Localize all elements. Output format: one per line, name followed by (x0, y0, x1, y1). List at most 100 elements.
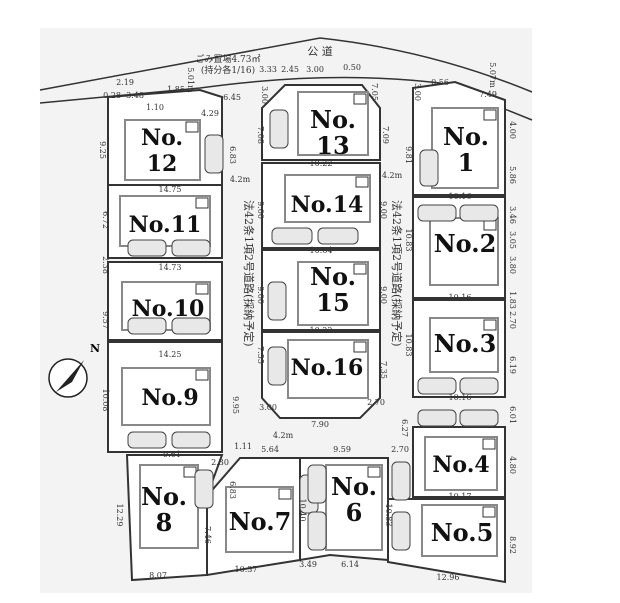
dimension-label: 9.25 (98, 141, 107, 159)
parking-car-icon (391, 461, 411, 501)
dimension-label: 3.48 (126, 91, 144, 100)
dimension-label: 4.00 (508, 121, 517, 139)
dimension-label: 3.00 (260, 86, 269, 104)
meter-box-icon (353, 341, 367, 353)
house-footprint (325, 464, 383, 551)
dimension-label: 6.19 (508, 356, 517, 374)
lot-16[interactable]: No.16 (261, 331, 381, 419)
lot-number: 6 (346, 498, 363, 527)
parking-car-icon (127, 239, 167, 257)
dimension-label: 12.29 (115, 504, 124, 527)
dimension-label: 2.30 (211, 458, 229, 467)
lot-14[interactable]: No.14 (261, 162, 381, 249)
lot-label: No.14 (291, 192, 364, 218)
lot-7[interactable]: No.7 (206, 457, 301, 577)
dimension-label: 14.73 (159, 263, 182, 272)
lot-5[interactable]: No.5 (387, 498, 506, 584)
dimension-label: 5.64 (261, 445, 279, 454)
public-road-edge-top (39, 37, 533, 93)
dimension-label: 0.56 (431, 78, 449, 87)
lot-number: 15 (316, 288, 349, 317)
parking-car-icon (459, 204, 499, 222)
parking-car-icon (459, 409, 499, 427)
dimension-label: 12.96 (437, 573, 460, 582)
private-road-text-left: 法42条1項2号道路(採納予定) (242, 200, 256, 347)
dimension-label: 9.81 (404, 146, 413, 164)
dimension-label: 9.95 (231, 396, 240, 414)
dimension-label: 10.08 (101, 389, 110, 412)
lot-3[interactable]: No.3 (412, 299, 506, 398)
lot-number: 1 (458, 148, 475, 177)
meter-box-icon (185, 121, 199, 133)
meter-box-icon (367, 466, 381, 478)
dimension-label: 4.80 (508, 456, 517, 474)
lot-label: No. (310, 105, 356, 134)
house-footprint (121, 367, 211, 426)
dimension-label: 9.59 (333, 445, 351, 454)
parking-car-icon (171, 431, 211, 449)
lot-label: No.4 (432, 452, 489, 478)
dimension-label: 7.55 (256, 346, 265, 364)
lot-label: No.5 (431, 518, 494, 547)
dimension-label: 6.14 (341, 560, 359, 569)
private-road-label-left: 法42条1項2号道路(採納予定) (242, 200, 256, 347)
dimension-label: 7.35 (379, 361, 388, 379)
dimension-label: 7.08 (256, 126, 265, 144)
parking-car-icon (417, 409, 457, 427)
lot-15[interactable]: No.15 (261, 249, 381, 331)
parking-car-icon (269, 109, 289, 149)
dimension-label: 3.33 (259, 65, 277, 74)
meter-box-icon (195, 369, 209, 381)
parking-car-icon (204, 134, 224, 174)
lot-9[interactable]: No.9 (107, 341, 223, 453)
parking-car-icon (267, 346, 287, 386)
north-label: N (90, 342, 100, 355)
dimension-label: 9.00 (256, 286, 265, 304)
lot-12[interactable]: No.12 (107, 88, 223, 186)
dimension-label: 9.61 (163, 450, 181, 459)
dimension-label: 2.70 (367, 398, 385, 407)
dimension-label: 8.92 (508, 536, 517, 554)
dimension-label: 10.17 (449, 492, 472, 501)
meter-box-icon (353, 93, 367, 105)
dimension-label: 4.2m (382, 171, 403, 180)
dimension-label: 7.90 (311, 420, 329, 429)
lot-label: No. (443, 122, 489, 151)
dimension-label: 9.00 (379, 201, 388, 219)
dimension-label: 10.16 (449, 293, 472, 302)
lot-4[interactable]: No.4 (412, 426, 506, 498)
lot-label: No. (310, 262, 356, 291)
lot-label: No. (141, 482, 187, 511)
dimension-label: 1.83 (508, 291, 517, 309)
lot-13[interactable]: No.13 (261, 84, 381, 161)
dimension-label: 3.46 (508, 206, 517, 224)
house-footprint (431, 107, 499, 189)
dimension-label: 10.22 (310, 326, 333, 335)
dimension-label: 10.37 (235, 565, 258, 574)
public-road-edge (39, 76, 533, 121)
parking-car-icon (419, 149, 439, 187)
garbage-area-label: ごみ置場4.73㎡ (195, 53, 260, 65)
parking-car-icon (194, 469, 214, 509)
dimension-label: 10.83 (384, 504, 393, 527)
lot-label: No.11 (129, 212, 202, 238)
dimension-label: 6.27 (400, 419, 409, 437)
dimension-label: 6.72 (101, 211, 110, 229)
dimension-label: 4.2m (273, 431, 294, 440)
dimension-label: 7.09 (381, 126, 390, 144)
lot-2[interactable]: No.2 (412, 196, 506, 299)
parking-car-icon (307, 511, 327, 551)
dimension-label: 9.57 (101, 311, 110, 329)
public-road-label: 公 道 (307, 44, 333, 58)
dimension-label: 3.05 (508, 231, 517, 249)
parking-car-icon (127, 431, 167, 449)
dimension-label: 10.16 (449, 393, 472, 402)
meter-box-icon (195, 283, 209, 295)
lot-label: No.9 (141, 385, 198, 411)
dimension-label: 3.00 (306, 65, 324, 74)
dimension-label: 10.22 (310, 159, 333, 168)
garbage-share-label: (持分各1/16) (201, 64, 255, 76)
house-footprint (139, 464, 199, 549)
parking-car-icon (307, 464, 327, 504)
